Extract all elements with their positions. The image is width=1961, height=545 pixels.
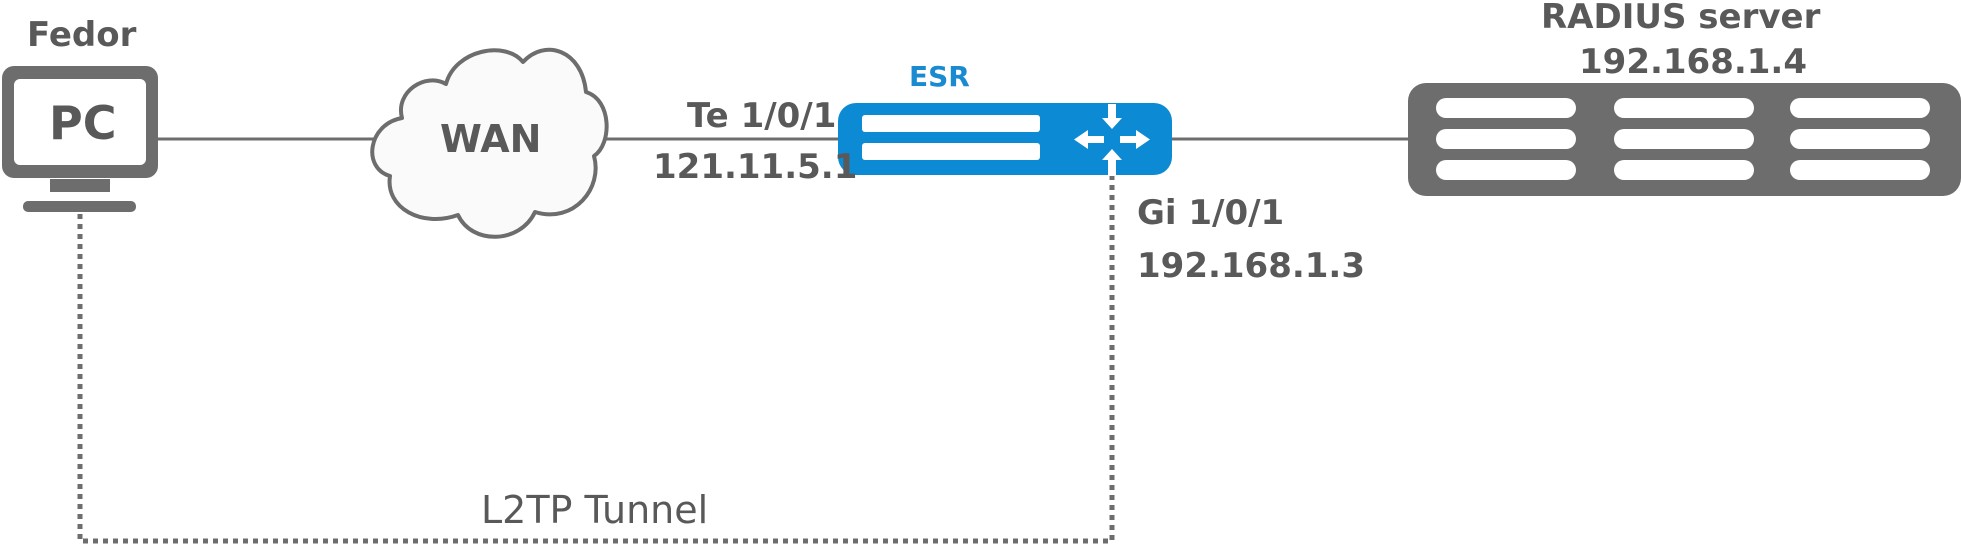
radius-title: RADIUS server bbox=[1541, 0, 1821, 37]
l2tp-tunnel-path bbox=[77, 176, 1115, 544]
esr-label: ESR bbox=[909, 60, 970, 93]
wan-label: WAN bbox=[440, 117, 542, 161]
pc-user-label: Fedor bbox=[27, 15, 137, 55]
pc-icon bbox=[2, 66, 158, 212]
esr-wan-interface-label: Te 1/0/1 bbox=[687, 96, 837, 136]
router-arrows-icon bbox=[1074, 104, 1150, 175]
esr-lan-ip-label: 192.168.1.3 bbox=[1137, 246, 1366, 286]
pc-device-label: PC bbox=[49, 96, 117, 150]
esr-lan-interface-label: Gi 1/0/1 bbox=[1137, 193, 1285, 233]
l2tp-tunnel-label: L2TP Tunnel bbox=[481, 488, 709, 532]
radius-ip-label: 192.168.1.4 bbox=[1579, 42, 1808, 82]
radius-server-icon bbox=[1408, 83, 1961, 196]
esr-wan-ip-label: 121.11.5.1 bbox=[653, 147, 858, 187]
wan-cloud-icon bbox=[370, 47, 609, 239]
esr-router-icon bbox=[838, 103, 1172, 175]
